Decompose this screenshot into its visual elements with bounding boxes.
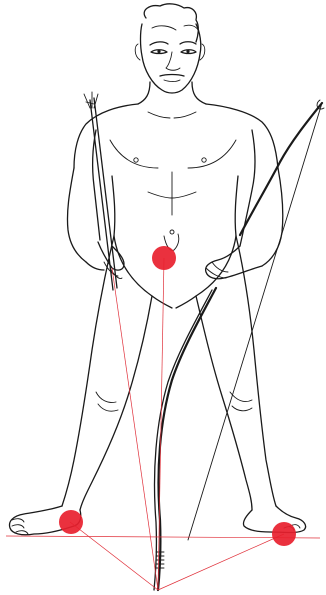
left-leg — [10, 236, 152, 535]
center-of-mass-marker — [152, 246, 176, 270]
head — [135, 4, 205, 93]
right-foot-contact-marker — [272, 522, 296, 546]
right-arm — [206, 130, 283, 279]
right-leg — [196, 236, 306, 533]
bow-limb-upper — [240, 100, 324, 235]
guide-line-left-foot-to-point — [70, 522, 158, 590]
balance-markers — [59, 246, 296, 546]
guide-line-right-foot-to-point — [158, 534, 284, 590]
bow-limb-lower — [154, 288, 216, 590]
torso — [74, 82, 278, 308]
left-foot-contact-marker — [59, 510, 83, 534]
guide-line-hand-to-point — [112, 268, 158, 590]
